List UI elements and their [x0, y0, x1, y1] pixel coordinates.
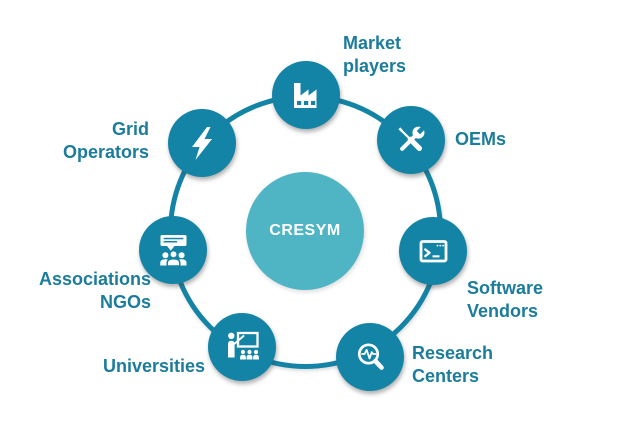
- node-research-centers: [336, 323, 404, 391]
- label-software-vendors: Software Vendors: [467, 278, 544, 321]
- label-grid-operators: Grid Operators: [62, 119, 149, 162]
- classroom-icon: [222, 327, 262, 367]
- label-universities: Universities: [103, 356, 206, 376]
- center-label: CRESYM: [269, 222, 341, 239]
- node-universities: [208, 313, 276, 381]
- lightning-icon: [182, 123, 222, 163]
- node-software-vendors: [399, 217, 467, 285]
- tools-icon: [391, 120, 431, 160]
- node-associations-ngos: [139, 216, 207, 284]
- factory-icon: [286, 75, 326, 115]
- terminal-icon: [413, 231, 453, 271]
- center-circle-cresym: CRESYM: [246, 172, 364, 290]
- node-oems: [377, 106, 445, 174]
- label-research-centers: Research Centers: [412, 343, 494, 386]
- people-speech-icon: [153, 230, 193, 270]
- node-grid-operators: [168, 109, 236, 177]
- label-oems: OEMs: [455, 129, 507, 149]
- magnifier-pulse-icon: [350, 337, 390, 377]
- label-market-players: Market players: [343, 33, 407, 76]
- label-associations-ngos: Associations NGOs: [38, 269, 151, 312]
- node-market-players: [272, 61, 340, 129]
